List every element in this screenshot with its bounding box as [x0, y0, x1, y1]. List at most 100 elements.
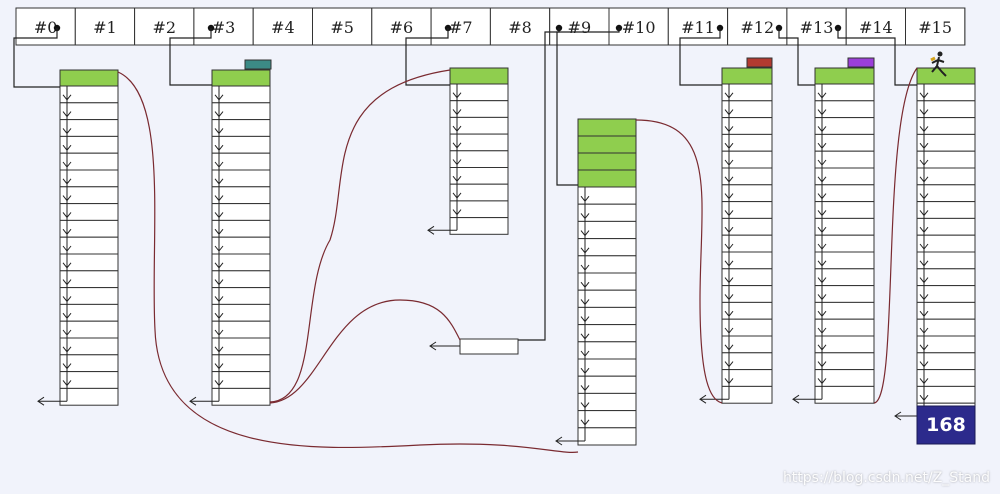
header-cell-label: #3 [212, 18, 236, 37]
header-cell-label: #14 [859, 18, 893, 37]
chunk-cell [211, 320, 271, 339]
chunk-cell [211, 371, 271, 389]
chain-arrow [62, 111, 72, 118]
chain-arrow [214, 262, 224, 269]
chunk-cell [211, 354, 271, 373]
chain-arrow [214, 111, 224, 118]
chunk-cell [916, 385, 976, 404]
chain-arrow [62, 329, 72, 336]
color-tag [244, 59, 272, 70]
chunk-cell [916, 167, 976, 186]
block-column [792, 67, 875, 404]
chain-arrow [62, 94, 72, 101]
chain-arrow [724, 92, 734, 99]
header-cell [905, 7, 966, 46]
chain-arrow [62, 228, 72, 236]
pointer-wire [405, 28, 450, 86]
chunk-cell [814, 369, 875, 387]
pointer-wire [556, 28, 620, 186]
chunk-cell [211, 337, 271, 356]
chunk-cell [59, 371, 119, 389]
chunk-cell [59, 337, 119, 356]
chunk-cell [814, 133, 875, 152]
chain-arrow [919, 193, 929, 200]
chain-arrow [919, 310, 929, 318]
chain-arrow [919, 92, 929, 99]
header-cell-label: #8 [508, 18, 532, 37]
color-tag [847, 57, 875, 68]
chain-arrow [817, 159, 827, 166]
chunk-cell [577, 375, 637, 394]
chain-arrow [62, 380, 72, 387]
chunk-cell [916, 301, 976, 320]
chain-arrow [580, 316, 590, 323]
block-column [37, 69, 119, 406]
pointer-wire [518, 28, 560, 341]
chain-arrow [817, 92, 827, 99]
chain-arrow [580, 333, 590, 340]
chain-arrow [452, 142, 462, 149]
chain-arrow [452, 192, 462, 199]
chunk-cell [59, 303, 119, 322]
chain-arrow [580, 230, 590, 237]
chain-arrow [214, 128, 224, 135]
chain-arrow [580, 367, 590, 375]
chain-arrow [919, 159, 929, 166]
chain-arrow [214, 94, 224, 101]
header-cell-label: #13 [800, 18, 834, 37]
chain-arrow [919, 327, 929, 334]
chunk-cell [211, 169, 271, 188]
block-column [427, 67, 509, 235]
chunk-cell [916, 184, 976, 203]
header-cell-label: #0 [34, 18, 58, 37]
chain-arrow [724, 260, 734, 267]
free-list-curve [269, 69, 451, 403]
free-block [211, 69, 271, 87]
chain-arrow [817, 210, 827, 217]
chunk-cell [211, 152, 271, 171]
chain-arrow [724, 126, 734, 133]
chain-arrow [817, 109, 827, 116]
header-cell-label: #7 [449, 18, 473, 37]
header-cell-label: #15 [918, 18, 952, 37]
chunk-cell [577, 272, 637, 291]
chunk-cell [59, 186, 119, 205]
chunk-cell [916, 352, 976, 371]
chunk-cell [211, 219, 271, 238]
chain-arrow [214, 178, 224, 185]
chunk-cell [59, 253, 119, 272]
free-block [721, 67, 773, 85]
free-block [577, 135, 637, 154]
chain-arrow [817, 142, 827, 150]
chunk-cell [59, 152, 119, 171]
chunk-cell [211, 253, 271, 272]
chunk-cell [814, 234, 875, 253]
chunk-cell [449, 116, 509, 135]
chain-arrow [724, 109, 734, 116]
chain-arrow [214, 329, 224, 336]
chunk-cell [211, 186, 271, 205]
free-block [59, 69, 119, 87]
chain-arrow [919, 226, 929, 234]
chunk-cell [211, 387, 271, 406]
chain-arrow [214, 312, 224, 320]
header-cell [430, 7, 491, 46]
chain-arrow [580, 350, 590, 357]
chunk-cell [577, 238, 637, 257]
chain-arrow [214, 195, 224, 202]
chunk-cell [211, 85, 271, 104]
chain-arrow [919, 294, 929, 301]
chain-arrow [919, 361, 929, 368]
chunk-cell [577, 427, 637, 446]
free-list-curve [117, 71, 579, 453]
header-cell [312, 7, 373, 46]
chunk-cell [211, 119, 271, 137]
tail-arrowhead [189, 396, 197, 406]
chain-arrow [817, 176, 827, 183]
chunk-cell [59, 387, 119, 406]
chunk-cell [59, 85, 119, 104]
chunk-cell [814, 385, 875, 404]
small-block-arrowhead [429, 341, 437, 351]
chunk-cell [59, 119, 119, 137]
chain-arrow [817, 294, 827, 301]
